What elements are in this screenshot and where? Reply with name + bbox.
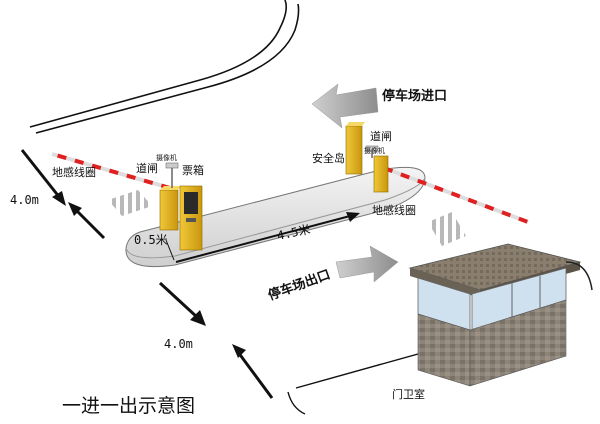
barrier-gate-left <box>159 186 182 231</box>
lane-arrow-bottom-in <box>158 281 206 326</box>
loop-label-left: 地感线圈 <box>52 165 96 179</box>
camera-label-right: 摄像机 <box>364 146 385 155</box>
ticket-box-label: 票箱 <box>182 163 204 177</box>
diagram-title: 一进一出示意图 <box>62 395 195 417</box>
lane-arrow-bottom-out <box>232 344 274 399</box>
camera-left <box>165 162 179 188</box>
guard-booth <box>408 243 593 387</box>
barrier-arm-left <box>51 152 171 190</box>
entrance-label: 停车场进口 <box>382 88 447 104</box>
dim-island-width: 0.5米 <box>134 233 168 247</box>
dim-lane-top: 4.0m <box>10 193 39 207</box>
barrier-arm-right <box>383 166 529 224</box>
dimension-arrow-island <box>165 212 360 263</box>
curb-line-top <box>29 0 300 134</box>
barrier-gate-right <box>373 155 389 193</box>
barrier-label-right: 道闸 <box>370 129 392 143</box>
loop-hatch-right <box>428 212 466 246</box>
exit-arrow <box>335 245 399 283</box>
lane-arrow-top-out <box>68 202 106 240</box>
ticket-box <box>179 185 203 251</box>
lane-arrow-top-in <box>20 149 66 206</box>
barrier-label-left: 道闸 <box>136 161 158 175</box>
guard-booth-label: 门卫室 <box>392 387 425 401</box>
camera-right <box>365 145 379 158</box>
camera-label-left: 摄像机 <box>156 153 177 162</box>
dim-island-length: 4.5米 <box>276 222 312 243</box>
safety-island-column <box>345 122 365 175</box>
dim-lane-bottom: 4.0m <box>164 337 193 351</box>
safety-island-label: 安全岛 <box>312 151 345 165</box>
exit-label: 停车场出口 <box>266 266 333 303</box>
loop-hatch-left <box>108 190 152 216</box>
entrance-arrow <box>311 83 379 129</box>
loop-label-right: 地感线圈 <box>372 203 416 217</box>
safety-island-edge <box>125 177 426 259</box>
